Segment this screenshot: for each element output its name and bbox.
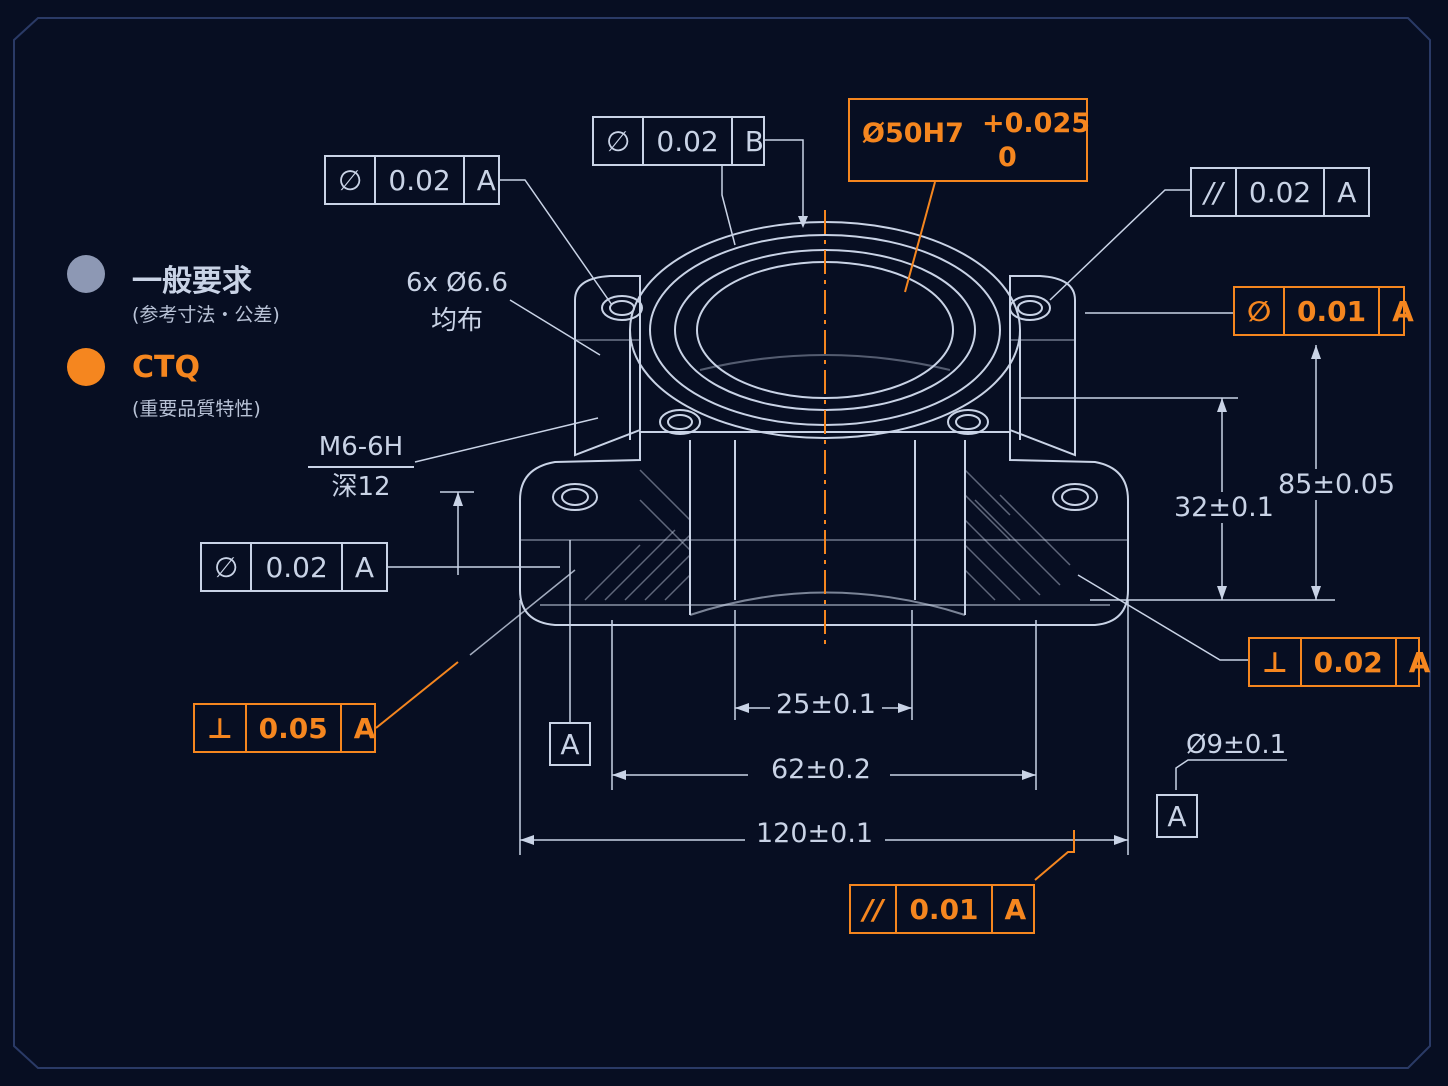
dim-85: 85±0.05: [1272, 469, 1402, 500]
parallelism-icon: //: [1192, 169, 1237, 215]
holes-note-line2: 均布: [430, 306, 483, 336]
fcf-top-left-a: ∅ 0.02 A: [324, 155, 500, 205]
bore-upper-tol: +0.025: [982, 108, 1091, 139]
holes-note-line1: 6x Ø6.6: [405, 268, 508, 298]
dim-32: 32±0.1: [1168, 492, 1280, 523]
datum-ref: A: [1392, 294, 1414, 328]
datum-ref: A: [354, 550, 374, 584]
perpendicularity-icon: ⊥: [195, 705, 247, 751]
holes-note: 6x Ø6.6 均布: [398, 264, 516, 340]
tolerance-value: 0.02: [1237, 169, 1326, 215]
general-legend-title: 一般要求: [132, 264, 252, 299]
dim-62: 62±0.2: [765, 754, 877, 785]
ctq-legend-title: CTQ: [132, 350, 200, 385]
datum-ref: A: [476, 163, 496, 197]
fcf-ctq-position: ∅ 0.01 A: [1233, 286, 1414, 336]
perpendicularity-icon: ⊥: [1250, 639, 1302, 685]
fcf-ctq-perp-right: ⊥ 0.02 A: [1248, 637, 1430, 687]
tolerance-value: 0.01: [1285, 288, 1381, 334]
bore-lower-tol: 0: [998, 142, 1017, 173]
boss-diameter-note: Ø9±0.1: [1186, 730, 1287, 760]
position-icon: ∅: [326, 157, 377, 203]
ctq-leaders: [375, 181, 1075, 881]
datum-ref: B: [744, 124, 764, 158]
tolerance-value: 0.02: [252, 544, 343, 590]
thread-note-line1: M6-6H: [308, 428, 414, 468]
tolerance-value: 0.02: [644, 118, 733, 164]
datum-a-right: A: [1156, 794, 1198, 838]
datum-a-left: A: [549, 722, 591, 766]
bore-size-callout: Ø50H7 +0.025 0: [848, 98, 1091, 182]
position-icon: ∅: [202, 544, 253, 590]
arrowheads: [453, 216, 1321, 845]
datum-ref: A: [1004, 892, 1027, 926]
dim-25: 25±0.1: [770, 689, 882, 720]
frame-border: [13, 17, 1431, 1069]
tolerance-value: 0.01: [897, 886, 993, 932]
general-legend-dot: [67, 255, 105, 293]
ctq-legend-dot: [67, 348, 105, 386]
datum-ref: A: [353, 711, 376, 745]
fcf-mid-left-a: ∅ 0.02 A: [200, 542, 388, 592]
datum-ref: A: [1337, 175, 1357, 209]
bore-size: Ø50H7: [862, 118, 964, 149]
thread-note-line2: 深12: [331, 472, 391, 502]
tolerance-value: 0.02: [376, 157, 465, 203]
fcf-ctq-perp-left: ⊥ 0.05 A: [193, 703, 376, 753]
parallelism-icon: //: [851, 886, 898, 932]
tolerance-value: 0.02: [1302, 639, 1397, 685]
position-icon: ∅: [1235, 288, 1285, 334]
position-icon: ∅: [594, 118, 645, 164]
fcf-ctq-parallel-bottom: // 0.01 A: [849, 884, 1035, 934]
fcf-right-parallel: // 0.02 A: [1190, 167, 1370, 217]
dimension-lines: [388, 139, 1335, 855]
fcf-top-b: ∅ 0.02 B: [592, 116, 765, 166]
thread-note: M6-6H 深12: [308, 428, 414, 506]
datum-ref: A: [1408, 645, 1431, 679]
ctq-legend-subtitle: (重要品質特性): [132, 398, 261, 420]
general-legend-subtitle: (参考寸法・公差): [132, 304, 280, 326]
tolerance-value: 0.05: [247, 705, 342, 751]
dim-120: 120±0.1: [750, 818, 880, 849]
